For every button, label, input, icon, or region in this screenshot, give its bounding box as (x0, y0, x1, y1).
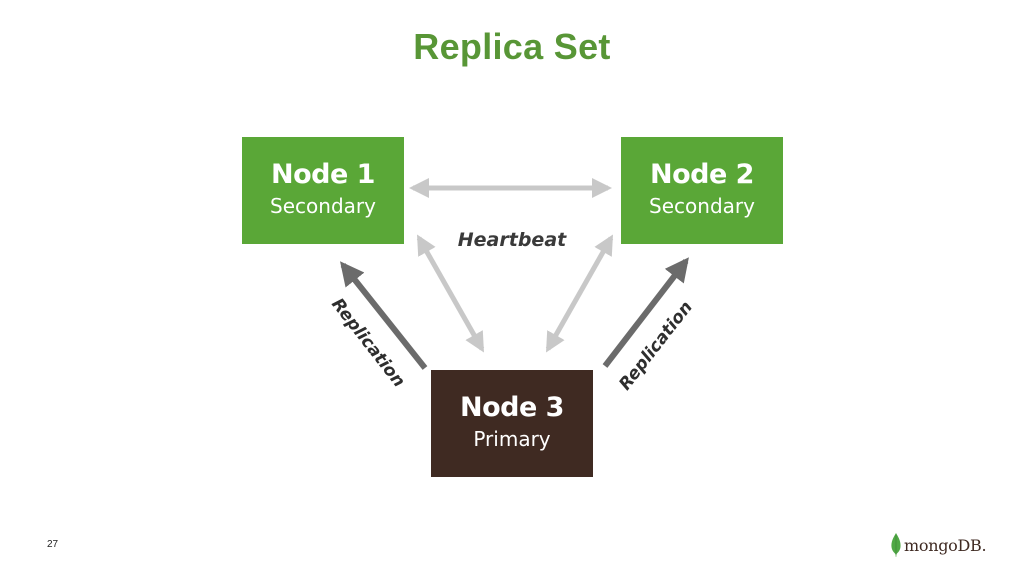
node-1-name: Node 1 (271, 159, 375, 190)
node-2-box: Node 2 Secondary (621, 137, 783, 244)
replication-arrow-node3-node2 (602, 257, 689, 368)
node-1-role: Secondary (270, 194, 376, 218)
node-1-box: Node 1 Secondary (242, 137, 404, 244)
node-3-name: Node 3 (460, 392, 564, 423)
heartbeat-arrow-node2-node3 (545, 234, 614, 353)
heartbeat-label: Heartbeat (458, 229, 567, 251)
node-3-box: Node 3 Primary (431, 370, 593, 477)
node-3-role: Primary (473, 427, 551, 451)
mongodb-wordmark: mongoDB. (904, 535, 987, 555)
slide-title: Replica Set (413, 26, 611, 67)
node-2-role: Secondary (649, 194, 755, 218)
mongodb-leaf-icon (891, 533, 901, 557)
heartbeat-arrow-node1-node3 (416, 234, 485, 353)
page-number: 27 (47, 539, 59, 550)
node-2-name: Node 2 (650, 159, 754, 190)
replication-left-label: Replication (327, 295, 409, 392)
replication-right-label: Replication (615, 298, 697, 395)
replication-arrow-node3-node1 (340, 261, 428, 370)
mongodb-logo: mongoDB. (890, 531, 987, 559)
